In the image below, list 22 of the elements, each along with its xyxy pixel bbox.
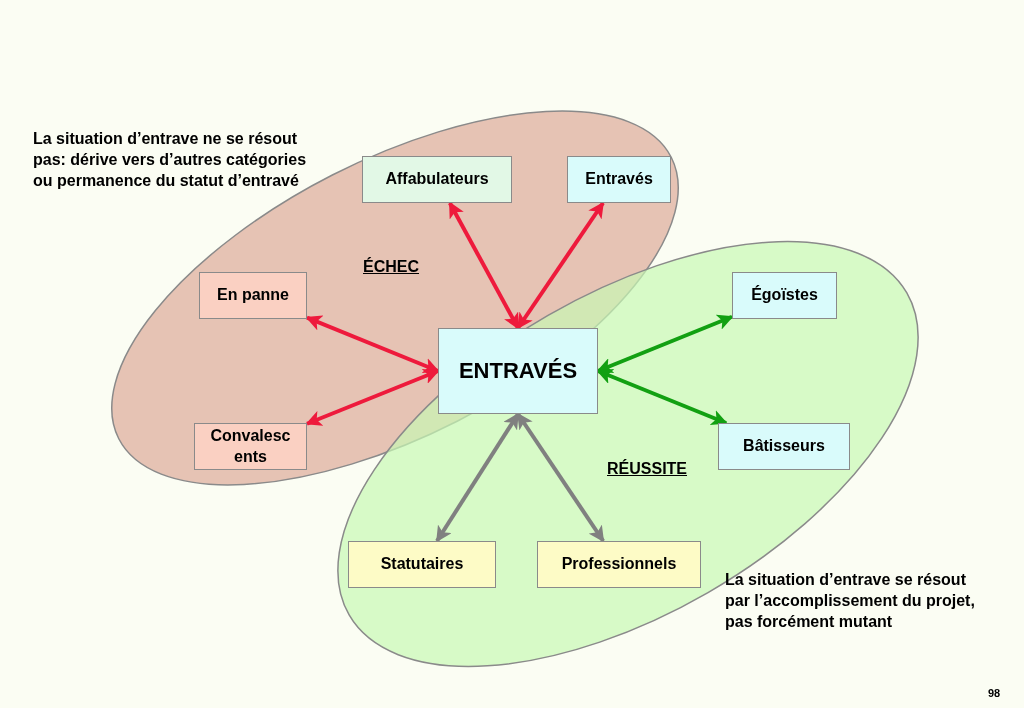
double-arrow bbox=[305, 315, 440, 373]
note-text: La situation d’entrave ne se résout pas: dérive vers d’autres catégories ou permanence du statut d’entravé bbox=[33, 129, 308, 191]
category-box: Égoïstes bbox=[732, 272, 837, 319]
double-arrow bbox=[516, 201, 605, 330]
category-box: ENTRAVÉS bbox=[438, 328, 598, 414]
category-box: Affabulateurs bbox=[362, 156, 512, 203]
double-arrow bbox=[305, 368, 440, 426]
category-box: En panne bbox=[199, 272, 307, 319]
note-text: La situation d’entrave se résout par l’accomplissement du projet, pas forcément mutant bbox=[725, 570, 976, 632]
region-label: RÉUSSITE bbox=[607, 460, 687, 478]
page-number: 98 bbox=[988, 686, 1002, 701]
category-box: Entravés bbox=[567, 156, 671, 203]
double-arrow bbox=[596, 369, 728, 425]
double-arrow bbox=[435, 412, 520, 543]
double-arrow bbox=[516, 412, 605, 543]
category-box: Bâtisseurs bbox=[718, 423, 850, 470]
double-arrow bbox=[448, 201, 520, 330]
category-box: Professionnels bbox=[537, 541, 701, 588]
category-box: Convalesc ents bbox=[194, 423, 307, 470]
double-arrow bbox=[596, 314, 734, 373]
region-label: ÉCHEC bbox=[363, 258, 419, 276]
category-box: Statutaires bbox=[348, 541, 496, 588]
